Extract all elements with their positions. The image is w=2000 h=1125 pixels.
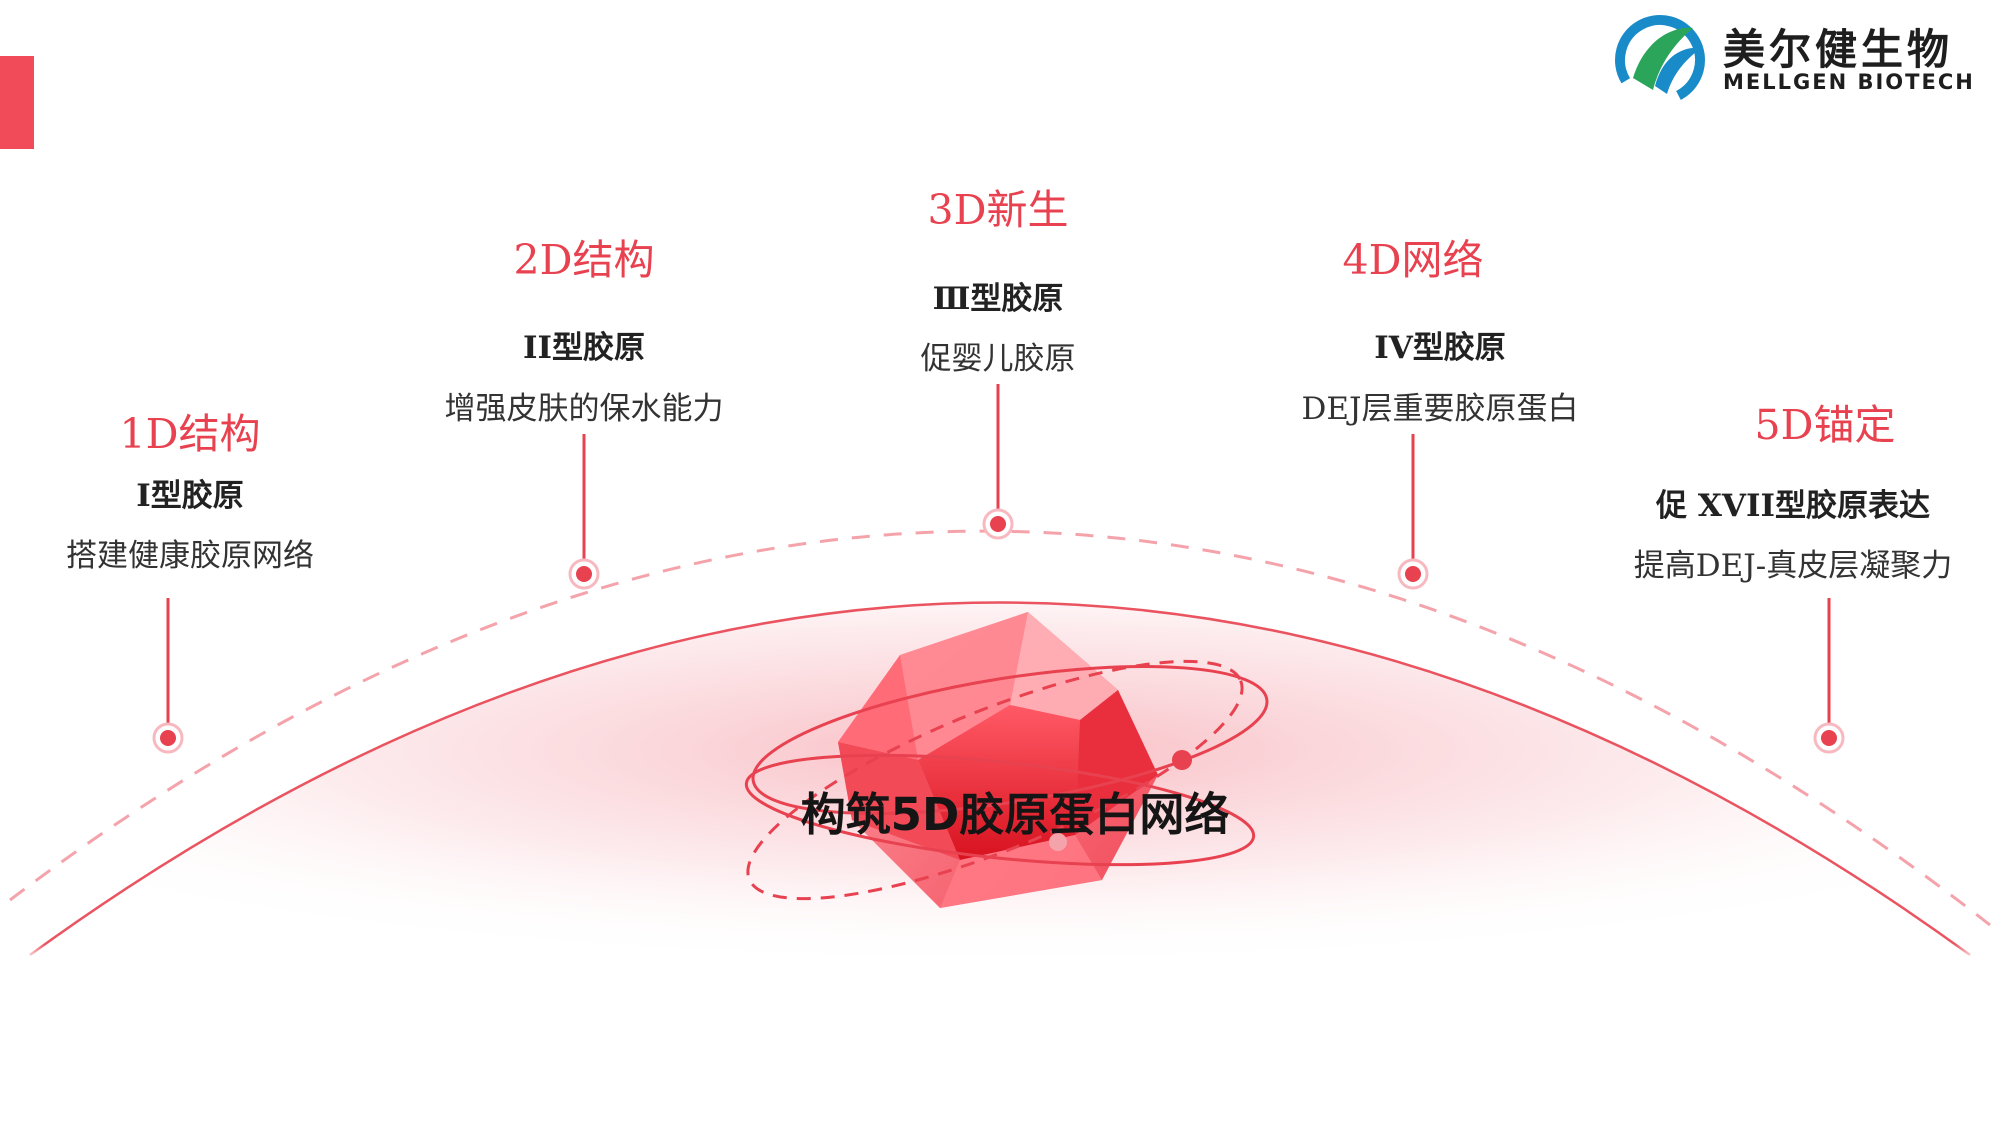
stage-3-title: 3D新生: [927, 186, 1069, 234]
stage-1-desc: 搭建健康胶原网络: [66, 538, 314, 574]
stage-3-desc: 促婴儿胶原: [920, 341, 1076, 377]
stage-5-title: 5D锚定: [1754, 401, 1896, 449]
stage-4-type: IV型胶原: [1374, 330, 1506, 366]
stage-1-title: 1D结构: [119, 410, 261, 458]
dashed-orbit: [9, 529, 1991, 927]
stage-2-type: II型胶原: [522, 330, 646, 366]
company-logo: 美尔健生物 MELLGEN BIOTECH: [1605, 8, 2000, 108]
orbit-particle: [1049, 833, 1067, 851]
stage-4-desc: DEJ层重要胶原蛋白: [1301, 391, 1579, 427]
logo-name-cn: 美尔健生物: [1723, 25, 1954, 74]
stage-2-desc: 增强皮肤的保水能力: [444, 391, 724, 427]
logo-mark-icon: [1615, 15, 1705, 105]
stage-3-type: Ⅲ型胶原: [932, 281, 1064, 317]
accent-tab: [0, 56, 34, 149]
stage-node: [982, 508, 1014, 540]
stage-2-title: 2D结构: [513, 236, 655, 284]
center-title: 构筑5D胶原蛋白网络: [800, 788, 1230, 841]
collagen-gem-icon: [838, 612, 1158, 908]
dome-edge: [29, 601, 1971, 957]
stage-4-title: 4D网络: [1342, 236, 1484, 284]
stage-node: [1813, 722, 1845, 754]
orbit-ring: [744, 753, 1256, 867]
stage-1-type: I型胶原: [136, 478, 244, 514]
stage-node: [568, 558, 600, 590]
logo-name-en: MELLGEN BIOTECH: [1723, 70, 1975, 94]
orbit-ring: [751, 664, 1269, 816]
stage-5-desc: 提高DEJ-真皮层凝聚力: [1633, 548, 1953, 584]
stage-5-type: 促 XVII型胶原表达: [1656, 488, 1930, 524]
stage-node: [1397, 558, 1429, 590]
orbit-ring: [746, 659, 1244, 901]
stage-node: [152, 722, 184, 754]
orbit-particle: [1172, 750, 1192, 770]
